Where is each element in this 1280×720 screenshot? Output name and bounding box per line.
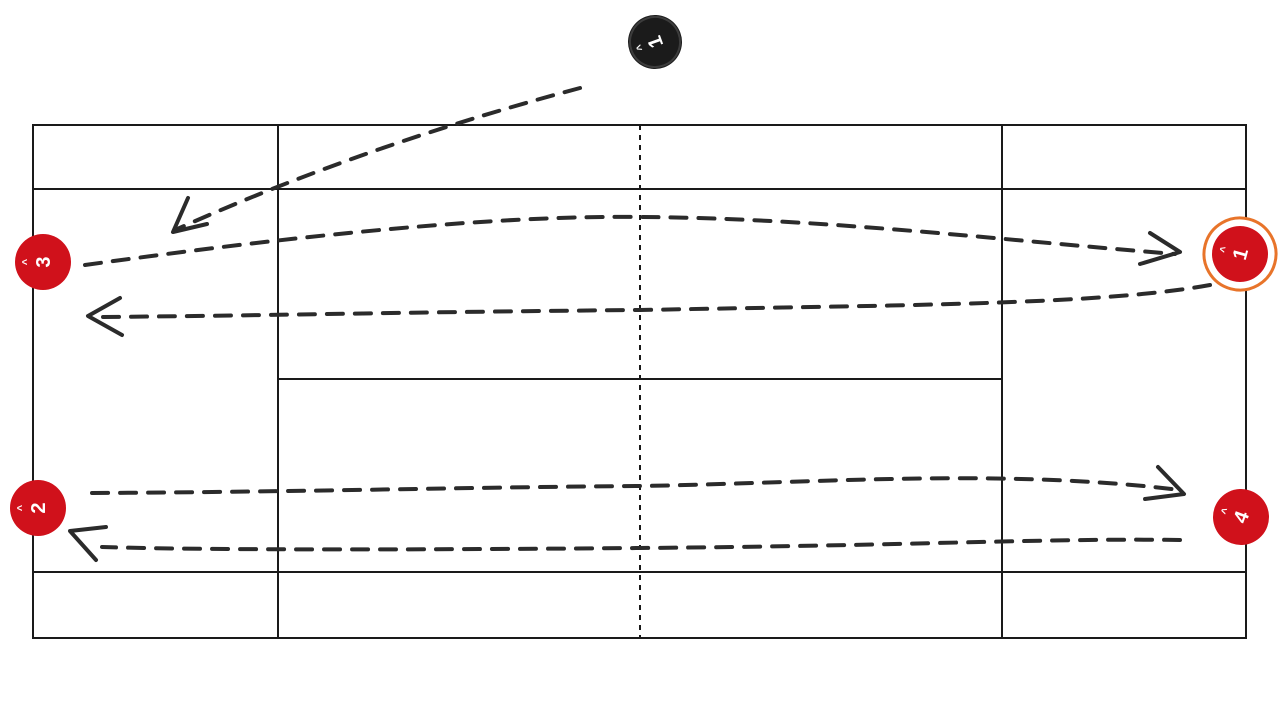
badminton-court [32,124,1247,639]
player-3-marker: 3 ^ [15,234,71,290]
arrowhead-feed [171,196,209,234]
coach-disc-highlight [629,16,681,68]
player-3-tick: ^ [21,258,33,265]
coach-marker: 1 ^ [628,15,682,69]
player-2-disc [10,480,66,536]
player-4-disc [1213,489,1269,545]
player-1-label: 1 [1229,246,1253,262]
player-2-tick: ^ [16,504,28,511]
player-2-label: 2 [28,502,50,513]
player-1-disc [1212,226,1268,282]
coach-disc [628,15,682,69]
shot-paths [68,86,1212,562]
arrowhead-3-to-1 [1138,231,1182,266]
player-4-tick: ^ [1219,506,1233,517]
court-outer-boundary [32,124,1247,639]
arrowhead-4-to-2 [68,525,108,562]
player-3-disc [15,234,71,290]
path-1-to-left [93,283,1212,319]
path-4-to-2 [100,537,1182,552]
coach-tick: ^ [634,42,648,53]
player-4-marker: 4 ^ [1213,489,1269,545]
path-feed [173,86,582,232]
arrowhead-1-to-left [86,296,124,337]
path-2-to-4 [90,476,1182,495]
player-1-tick: ^ [1218,245,1231,255]
path-3-to-1 [83,214,1177,267]
arrowhead-2-to-4 [1143,465,1186,501]
player-3-label: 3 [33,256,55,267]
player-2-marker: 2 ^ [10,480,66,536]
player-1-marker: 1 ^ [1202,216,1278,292]
